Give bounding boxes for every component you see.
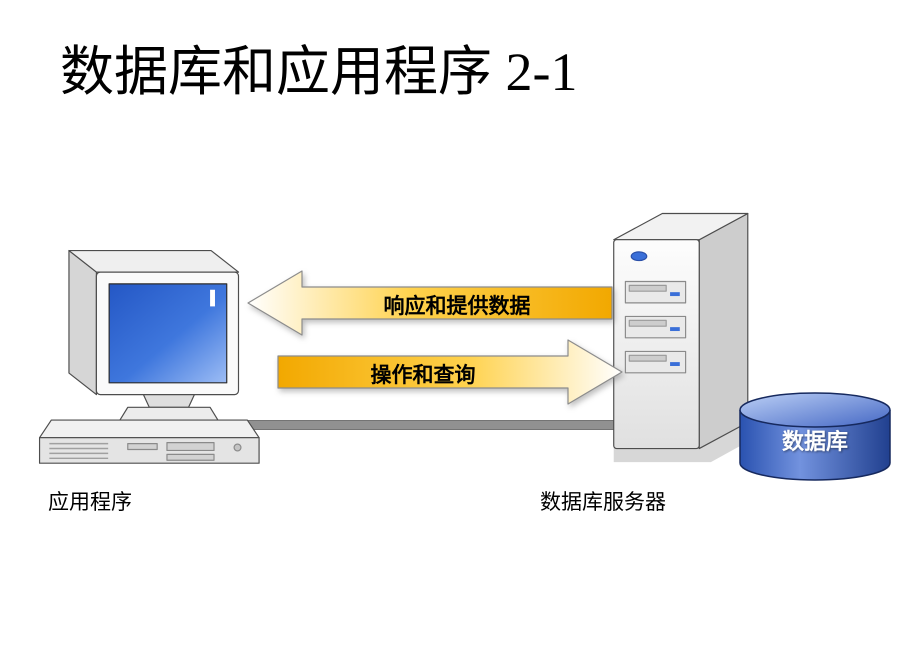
monitor-side: [68, 249, 97, 396]
case-front: [38, 437, 260, 464]
request-arrow-shape: [277, 339, 623, 405]
power-button: [233, 443, 242, 452]
server-caption: 数据库服务器: [540, 491, 666, 514]
database-top: [739, 392, 891, 428]
drive-bay-3: [624, 350, 687, 374]
response-arrow-label: 响应和提供数据: [383, 295, 531, 318]
slide-title: 数据库和应用程序 2-1: [60, 42, 578, 102]
case-top: [38, 419, 260, 439]
data-flow-arrows: [247, 270, 623, 405]
drive-slot-1: [166, 442, 215, 452]
client-caption: 应用程序: [48, 491, 132, 514]
monitor-base: [119, 406, 219, 421]
request-arrow-label: 操作和查询: [370, 364, 476, 387]
database-body: [739, 410, 891, 481]
network-connector-line: [230, 420, 615, 430]
case-vents: [49, 442, 109, 460]
monitor-screen: [108, 283, 228, 384]
monitor-top: [68, 249, 240, 273]
desktop-computer-icon: [38, 249, 260, 464]
response-arrow-shape: [247, 270, 613, 336]
database-label: 数据库: [781, 429, 848, 454]
database-cylinder-icon: [739, 392, 891, 481]
power-led: [630, 251, 648, 262]
server-tower-icon: [613, 212, 768, 463]
drive-slot-2: [166, 453, 215, 461]
monitor-neck: [142, 394, 195, 408]
floppy-slot: [127, 443, 158, 451]
drive-bay-1: [624, 280, 687, 304]
drive-bay-2: [624, 315, 687, 339]
screen-highlight: [210, 289, 215, 307]
